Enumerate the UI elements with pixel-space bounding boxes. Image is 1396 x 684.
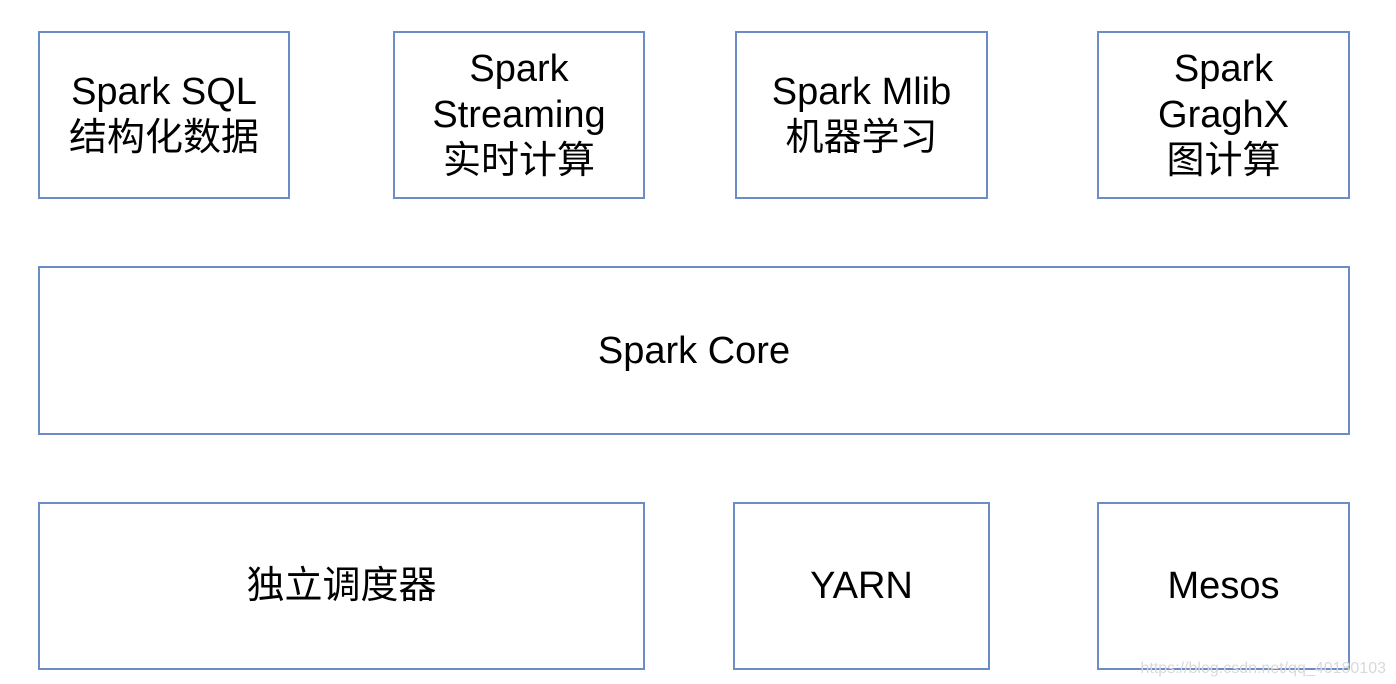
spark-mlib-box: Spark Mlib 机器学习 [735,31,988,199]
spark-graphx-title-line2: GraghX [1158,94,1289,136]
spark-streaming-title-line2: Streaming [432,94,606,136]
spark-graphx-subtitle: 图计算 [1166,140,1281,182]
spark-core-label: Spark Core [597,329,791,372]
spark-sql-subtitle: 结构化数据 [68,117,259,159]
spark-streaming-title-line1: Spark [469,48,569,90]
mesos-box: Mesos [1097,502,1350,670]
spark-mlib-subtitle: 机器学习 [785,117,938,159]
watermark-text: https://blog.csdn.net/qq_40180103 [1140,660,1386,677]
spark-sql-box: Spark SQL 结构化数据 [38,31,290,199]
yarn-label: YARN [810,565,913,607]
yarn-box: YARN [733,502,990,670]
spark-graphx-box: Spark GraghX 图计算 [1097,31,1350,199]
standalone-scheduler-box: 独立调度器 [38,502,645,670]
spark-mlib-title: Spark Mlib [771,71,952,113]
mesos-label: Mesos [1167,565,1280,607]
spark-streaming-subtitle: 实时计算 [442,140,595,182]
spark-streaming-box: Spark Streaming 实时计算 [393,31,645,199]
spark-graphx-title-line1: Spark [1173,48,1274,90]
standalone-scheduler-label: 独立调度器 [246,565,437,607]
spark-core-box: Spark Core [38,266,1350,435]
spark-sql-title: Spark SQL [71,71,257,113]
